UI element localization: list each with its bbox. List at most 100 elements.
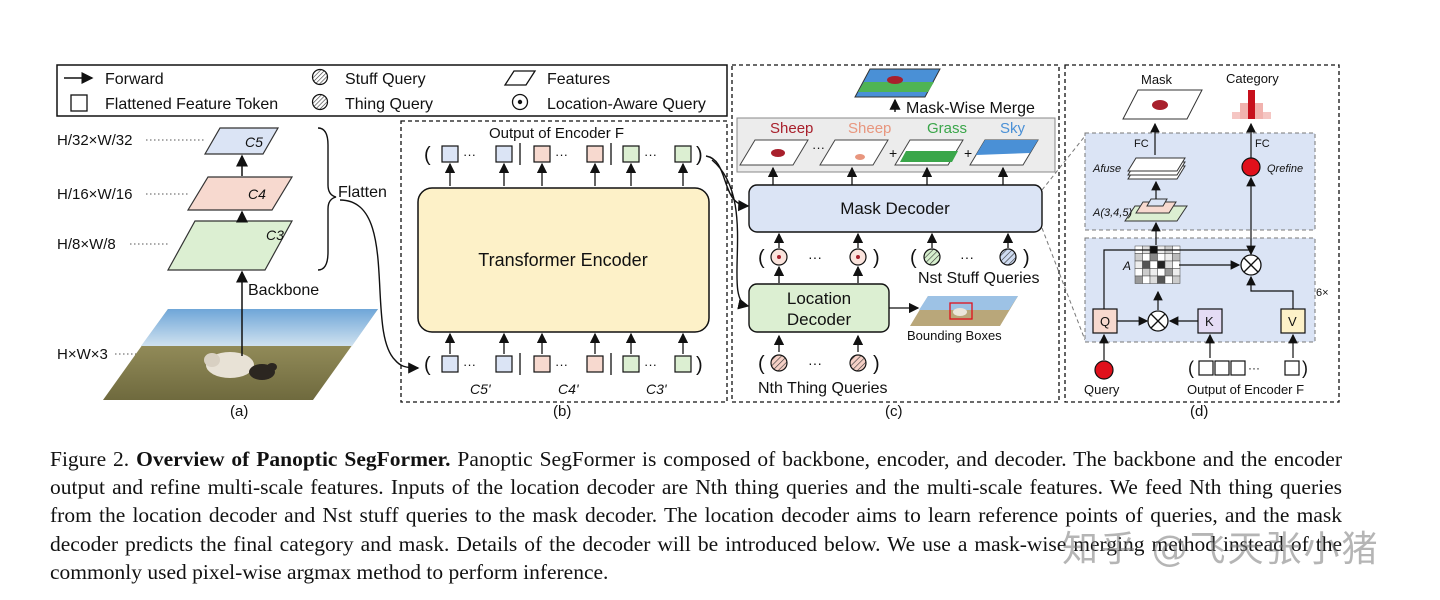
a-fuse-label: Afuse: [1092, 163, 1121, 175]
attention-cell: [1142, 260, 1151, 269]
svg-text:···: ···: [1248, 361, 1260, 375]
feature-token: [495, 145, 513, 163]
thing-queries-label: Nth Thing Queries: [758, 380, 888, 397]
panel-d: Mask Category FC FC Afuse A(3,4,5) Qrefi…: [1041, 64, 1340, 420]
svg-text:): ): [873, 353, 880, 375]
svg-text:···: ···: [463, 147, 476, 162]
panel-b-label: (b): [553, 403, 571, 420]
legend-location-aware-query: Location-Aware Query: [547, 96, 706, 113]
repeat-label: 6×: [1316, 287, 1329, 299]
label-c3: C3: [266, 227, 284, 243]
feature-token: [533, 355, 551, 373]
attention-cell: [1157, 260, 1166, 269]
mask-output-label: Mask: [1141, 72, 1173, 87]
legend-stuff-query: Stuff Query: [345, 71, 426, 88]
attention-cell: [1157, 275, 1166, 284]
attention-cell: [1142, 268, 1151, 277]
attention-cell: [1157, 253, 1166, 262]
caption-prefix: Figure 2.: [50, 447, 130, 471]
svg-text:(: (: [1188, 358, 1194, 378]
attention-cell: [1134, 275, 1143, 284]
panel-c-label: (c): [885, 403, 903, 420]
feature-token: [586, 145, 604, 163]
feature-token: [441, 355, 459, 373]
feature-c4: [186, 176, 294, 211]
attention-cell: [1172, 260, 1181, 269]
q-box: [1092, 308, 1118, 334]
label-c5-prime: C5': [470, 381, 492, 397]
svg-text:): ): [1302, 358, 1308, 378]
label-c3-prime: C3': [646, 381, 668, 397]
stuff-query-icon: [311, 68, 329, 86]
feature-token: [495, 355, 513, 373]
mask-label-sheep-2: Sheep: [848, 120, 891, 137]
feature-token: [674, 145, 692, 163]
location-decoder-label-1: Location: [787, 289, 851, 308]
attention-cell: [1134, 268, 1143, 277]
attention-cell: [1172, 253, 1181, 262]
mask-wise-merge-label: Mask-Wise Merge: [906, 100, 1035, 117]
attention-cell: [1157, 268, 1166, 277]
res-input: H×W×3: [57, 346, 108, 363]
legend: Forward Flattened Feature Token Stuff Qu…: [56, 64, 728, 117]
k-box: [1197, 308, 1223, 334]
feature-c3: [166, 220, 294, 271]
mask-label-grass: Grass: [927, 120, 967, 137]
a-345-label: A(3,4,5): [1092, 207, 1132, 219]
feature-token: [533, 145, 551, 163]
k-label: K: [1205, 314, 1214, 329]
feature-token: [622, 355, 640, 373]
q-refine-node: [1241, 157, 1261, 177]
svg-text:): ): [873, 247, 880, 269]
watermark: 知乎 @飞天张小猪: [1062, 529, 1380, 570]
res-8: H/8×W/8: [57, 236, 116, 253]
mask-sheep-2: [819, 139, 889, 166]
feature-token: [586, 355, 604, 373]
legend-features: Features: [547, 71, 610, 88]
attention-matrix: [1134, 245, 1181, 284]
feature-token: [622, 145, 640, 163]
backbone-label: Backbone: [248, 282, 319, 299]
dots: ···: [808, 355, 822, 371]
panel-a: H/32×W/32 H/16×W/16 H/8×W/8 H×W×3 C5 C4 …: [57, 127, 420, 420]
category-histogram: [1232, 90, 1271, 119]
stuff-query: [923, 248, 941, 266]
output-encoder-label: Output of Encoder F: [489, 125, 624, 142]
feature-token: [674, 355, 692, 373]
thing-query-icon: [311, 93, 329, 111]
panel-a-label: (a): [230, 403, 248, 420]
input-token-row: (·········): [424, 332, 703, 376]
dots: ···: [808, 249, 822, 265]
svg-text:···: ···: [644, 147, 657, 162]
location-decoder-label-2: Decoder: [787, 310, 852, 329]
attention-cell: [1172, 268, 1181, 277]
bounding-boxes-label: Bounding Boxes: [907, 328, 1002, 343]
query-node: [1094, 360, 1114, 380]
svg-text:(: (: [758, 247, 765, 269]
caption-title: Overview of Panoptic SegFormer.: [136, 447, 451, 471]
feature-c5: [203, 127, 280, 155]
fc-label-1: FC: [1134, 138, 1149, 150]
v-box: [1280, 308, 1306, 334]
svg-text:(: (: [758, 353, 765, 375]
attention-cell: [1149, 275, 1158, 284]
attention-cell: [1164, 268, 1173, 277]
figure-diagram: Forward Flattened Feature Token Stuff Qu…: [56, 64, 1340, 420]
legend-thing-query: Thing Query: [345, 96, 433, 113]
caption-body: Panoptic SegFormer is composed of backbo…: [50, 447, 1343, 584]
svg-text:): ): [1023, 247, 1030, 269]
panel-c: Mask-Wise Merge Sheep Sheep Grass Sky ··…: [731, 64, 1060, 420]
svg-text:···: ···: [555, 357, 568, 372]
a-345-stack: [1146, 198, 1168, 207]
a-label: A: [1122, 259, 1131, 273]
mask-decoder-label: Mask Decoder: [840, 199, 950, 218]
flatten-label: Flatten: [338, 184, 387, 201]
svg-text:+: +: [889, 145, 897, 161]
svg-text:···: ···: [644, 357, 657, 372]
res-32: H/32×W/32: [57, 132, 132, 149]
attention-cell: [1134, 260, 1143, 269]
svg-text:): ): [696, 354, 703, 376]
svg-text:+: +: [964, 145, 972, 161]
input-image: [103, 309, 378, 400]
label-c5: C5: [245, 134, 263, 150]
